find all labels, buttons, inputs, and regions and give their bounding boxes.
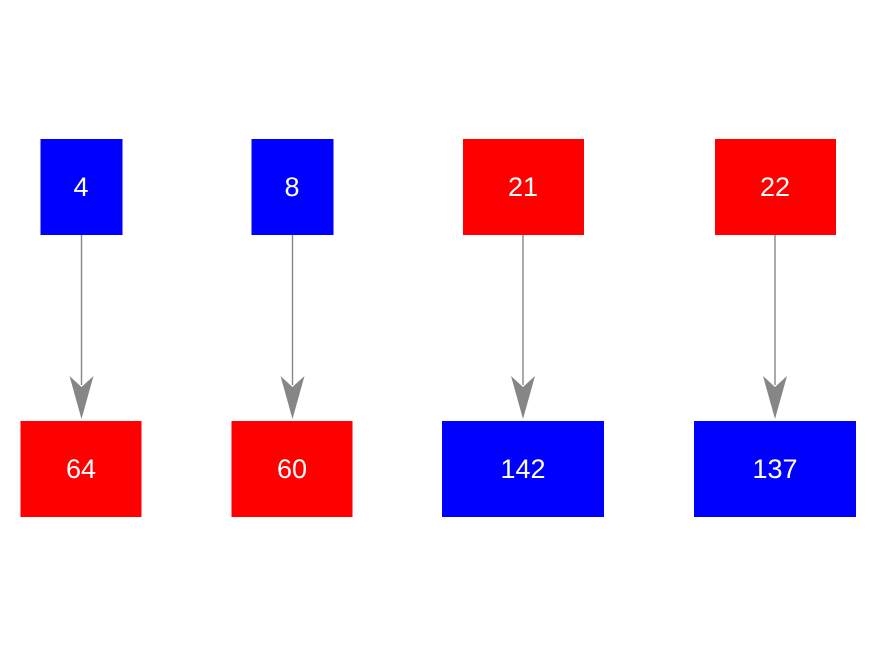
top-node: 8 [251, 139, 333, 235]
edge-arrow-down [511, 235, 535, 419]
arrowhead-icon [511, 376, 535, 419]
node-label: 142 [500, 453, 546, 484]
arrowhead-icon [69, 376, 93, 419]
node-label: 4 [73, 171, 89, 202]
bottom-node: 64 [20, 421, 142, 517]
node-label: 22 [759, 171, 791, 202]
arrowhead-icon [763, 376, 787, 419]
arrowhead-icon [280, 376, 304, 419]
node-label: 21 [507, 171, 539, 202]
edge-arrow-down [280, 235, 304, 419]
bottom-node: 60 [231, 421, 353, 517]
node-pair: 8 60 [231, 139, 353, 517]
node-pair: 22 137 [694, 139, 856, 517]
edge-arrow-down [763, 235, 787, 419]
node-label: 64 [65, 453, 97, 484]
bottom-node: 142 [442, 421, 604, 517]
edge-arrow-down [69, 235, 93, 419]
node-label: 8 [284, 171, 300, 202]
top-node: 21 [462, 139, 584, 235]
node-label: 137 [752, 453, 798, 484]
bottom-node: 137 [694, 421, 856, 517]
top-node: 22 [714, 139, 836, 235]
top-node: 4 [40, 139, 122, 235]
node-label: 60 [276, 453, 308, 484]
node-pair: 21 142 [442, 139, 604, 517]
node-pair: 4 64 [20, 139, 142, 517]
